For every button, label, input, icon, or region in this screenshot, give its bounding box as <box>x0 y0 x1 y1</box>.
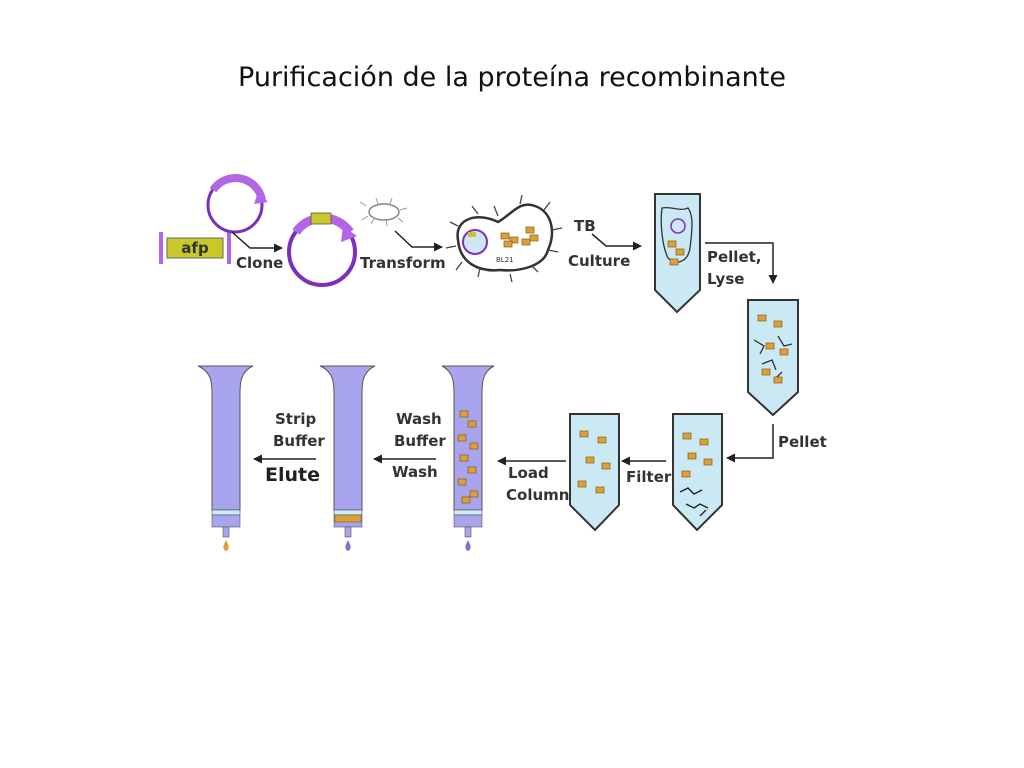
column-label: Column <box>506 486 569 504</box>
washed-column-icon <box>319 365 376 551</box>
loaded-column-icon <box>441 365 495 551</box>
wash-label: Wash <box>392 463 438 481</box>
tb-label: TB <box>574 217 596 235</box>
pellet-lyse-arrow: Pellet, Lyse <box>705 242 778 288</box>
supernatant-tube-icon <box>672 413 723 532</box>
pellet-arrow: Pellet <box>726 424 827 463</box>
gene-box <box>166 237 224 259</box>
culture-label: Culture <box>568 252 630 270</box>
wash-arrow: Wash Buffer Wash <box>373 410 446 481</box>
strip-label: Strip <box>275 410 317 428</box>
transform-label: Transform <box>360 254 446 272</box>
elute-arrow: Strip Buffer Elute <box>253 410 325 486</box>
pellet-label: Pellet <box>778 433 827 451</box>
load-label: Load <box>508 464 549 482</box>
clone-label: Clone <box>236 254 283 272</box>
pellet-lyse-label-1: Pellet, <box>707 248 762 266</box>
bl21-cell-icon: BL21 <box>445 194 563 283</box>
culture-arrow: TB Culture <box>568 217 642 270</box>
transform-arrow: Transform <box>360 230 446 272</box>
gene-label: afp <box>181 239 209 257</box>
plasmid-vector-icon <box>206 174 268 234</box>
eluted-column-icon <box>197 365 254 551</box>
filter-arrow: Filter <box>621 456 672 486</box>
lysate-tube-icon <box>747 299 799 417</box>
filter-label: Filter <box>626 468 672 486</box>
bacterium-sketch-icon <box>359 197 408 227</box>
culture-tube-icon <box>654 193 701 314</box>
elute-label: Elute <box>265 464 320 486</box>
recombinant-plasmid-icon <box>287 212 357 287</box>
clone-arrow: Clone <box>231 231 283 272</box>
wash-buffer-label-2: Buffer <box>394 432 446 450</box>
filtered-tube-icon <box>569 413 620 532</box>
strip-buffer-label: Buffer <box>273 432 325 450</box>
slide-title: Purificación de la proteína recombinante <box>238 62 786 93</box>
load-column-arrow: Load Column <box>497 456 569 504</box>
wash-buffer-label-1: Wash <box>396 410 442 428</box>
pellet-lyse-label-2: Lyse <box>707 270 744 288</box>
bl21-label: BL21 <box>496 256 514 264</box>
gene-insert: afp <box>159 232 231 264</box>
